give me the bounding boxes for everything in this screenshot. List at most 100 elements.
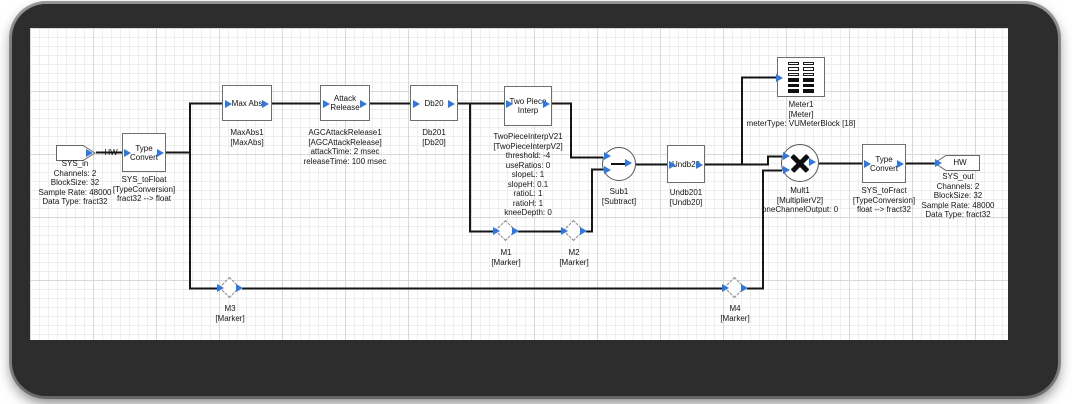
caption-line: attackTime: 2 msec [310, 147, 380, 156]
caption-line: SYS_toFract [861, 186, 907, 195]
port-in[interactable] [776, 73, 783, 82]
caption-line: ratioL: 1 [513, 189, 543, 198]
caption-line: [Meter] [788, 109, 814, 119]
port-in[interactable] [935, 158, 942, 167]
caption-line: Meter1 [788, 100, 814, 109]
caption-line: AGCAttackRelease1 [308, 128, 382, 137]
caption-line: [TypeConversion] [852, 195, 916, 205]
block-title: Type Convert [869, 154, 898, 173]
node-type-convert-in[interactable]: Type Convert [122, 133, 166, 172]
port-in[interactable] [217, 283, 224, 292]
node-marker-m2[interactable] [561, 219, 587, 243]
port-out[interactable] [696, 160, 703, 169]
node-db20-caption: Db201 [Db20] [374, 128, 494, 147]
caption-line: Data Type: fract32 [925, 210, 991, 219]
node-max-abs[interactable]: Max Abs [222, 85, 272, 121]
node-marker-m4[interactable] [722, 276, 748, 300]
block-title: Max Abs [231, 98, 263, 108]
caption-line: SYS_in [61, 159, 89, 168]
caption-line: [AGCAttackRelease] [308, 137, 382, 147]
port-out[interactable] [262, 99, 269, 108]
node-type-convert-out[interactable]: Type Convert [862, 144, 906, 183]
port-in[interactable] [506, 99, 513, 108]
node-marker-m2-caption: M2 [Marker] [524, 248, 624, 267]
caption-line: [Db20] [422, 137, 446, 147]
port-in[interactable] [864, 160, 871, 168]
caption-line: useRatios: 0 [505, 160, 551, 170]
port-in[interactable] [413, 99, 420, 108]
subtract-icon [611, 162, 627, 166]
caption-line: Data Type: fract32 [42, 197, 108, 206]
caption-line: fract32 --> float [116, 194, 172, 203]
port-out[interactable] [157, 149, 164, 157]
caption-line: [Marker] [559, 257, 589, 267]
block-title: Attack Release [330, 94, 360, 112]
port-in1[interactable] [783, 152, 790, 160]
caption-line: [TypeConversion] [112, 184, 176, 194]
node-type-convert-in-caption: SYS_toFloat [TypeConversion] fract32 -->… [84, 175, 204, 204]
caption-line: [Marker] [491, 257, 521, 267]
port-out[interactable] [897, 160, 904, 168]
node-subtract[interactable] [602, 147, 636, 181]
node-marker-m3[interactable] [217, 276, 243, 300]
port-in[interactable] [323, 99, 330, 108]
node-two-piece-interp[interactable]: Two Piece Interp [504, 86, 552, 126]
caption-line: SYS_out [942, 172, 974, 181]
port-in[interactable] [225, 99, 232, 108]
node-multiplier-caption: Mult1 [MultiplierV2] oneChannelOutput: 0 [730, 186, 870, 215]
caption-line: Channels: 2 [936, 181, 980, 191]
hw-label: HW [104, 148, 118, 157]
port-out[interactable] [741, 283, 748, 292]
caption-line: [MultiplierV2] [776, 195, 824, 205]
port-in2[interactable] [783, 166, 790, 174]
port-in[interactable] [669, 160, 676, 169]
caption-line: ratioH: 1 [512, 198, 544, 208]
port-out[interactable] [360, 99, 367, 108]
port-in2[interactable] [604, 166, 611, 174]
port-in[interactable] [722, 283, 729, 292]
hw-pentagon-shape [56, 145, 96, 161]
node-marker-m1-caption: M1 [Marker] [456, 248, 556, 267]
caption-line: threshold: -4 [505, 151, 551, 160]
node-sys-out[interactable]: HW [933, 155, 980, 171]
node-undb20[interactable]: Undb20 [667, 145, 705, 183]
port-out[interactable] [625, 159, 632, 167]
port-out[interactable] [86, 148, 93, 157]
port-in[interactable] [124, 149, 131, 157]
node-meter[interactable] [776, 57, 825, 97]
node-attack-release-caption: AGCAttackRelease1 [AGCAttackRelease] att… [275, 128, 415, 166]
node-marker-m3-caption: M3 [Marker] [180, 304, 280, 323]
node-meter-caption: Meter1 [Meter] meterType: VUMeterBlock [… [721, 100, 881, 129]
caption-line: oneChannelOutput: 0 [761, 205, 839, 214]
caption-line: float --> fract32 [856, 205, 912, 214]
port-out[interactable] [543, 99, 550, 108]
block-title: Type Convert [129, 143, 158, 162]
caption-line: M3 [224, 304, 236, 313]
node-sys-in-caption: SYS_in Channels: 2 BlockSize: 32 Sample … [15, 159, 135, 207]
port-in[interactable] [561, 226, 568, 235]
caption-line: slopeL: 1 [511, 170, 545, 179]
node-multiplier[interactable] [781, 144, 819, 182]
caption-line: BlockSize: 32 [50, 178, 100, 187]
port-out[interactable] [580, 226, 587, 235]
caption-line: TwoPieceInterpV21 [493, 132, 563, 141]
caption-line: M2 [568, 248, 580, 257]
node-sys-in[interactable]: HW [56, 145, 118, 161]
node-marker-m1[interactable] [493, 219, 519, 243]
port-in[interactable] [493, 226, 500, 235]
node-type-convert-out-caption: SYS_toFract [TypeConversion] float --> f… [824, 186, 944, 215]
node-attack-release[interactable]: Attack Release [320, 85, 370, 121]
node-undb20-caption: Undb201 [Undb20] [636, 188, 736, 207]
caption-line: Undb201 [669, 188, 703, 197]
block-title: Db20 [424, 98, 444, 108]
node-db20[interactable]: Db20 [410, 85, 458, 121]
hw-label: HW [953, 158, 967, 167]
port-in1[interactable] [604, 152, 611, 160]
caption-line: Sample Rate: 48000 [38, 187, 112, 197]
port-out[interactable] [809, 158, 816, 166]
port-out[interactable] [512, 226, 519, 235]
caption-line: M1 [500, 248, 512, 257]
caption-line: [TwoPieceInterpV2] [493, 141, 563, 151]
port-out[interactable] [236, 283, 243, 292]
port-out[interactable] [448, 99, 455, 108]
